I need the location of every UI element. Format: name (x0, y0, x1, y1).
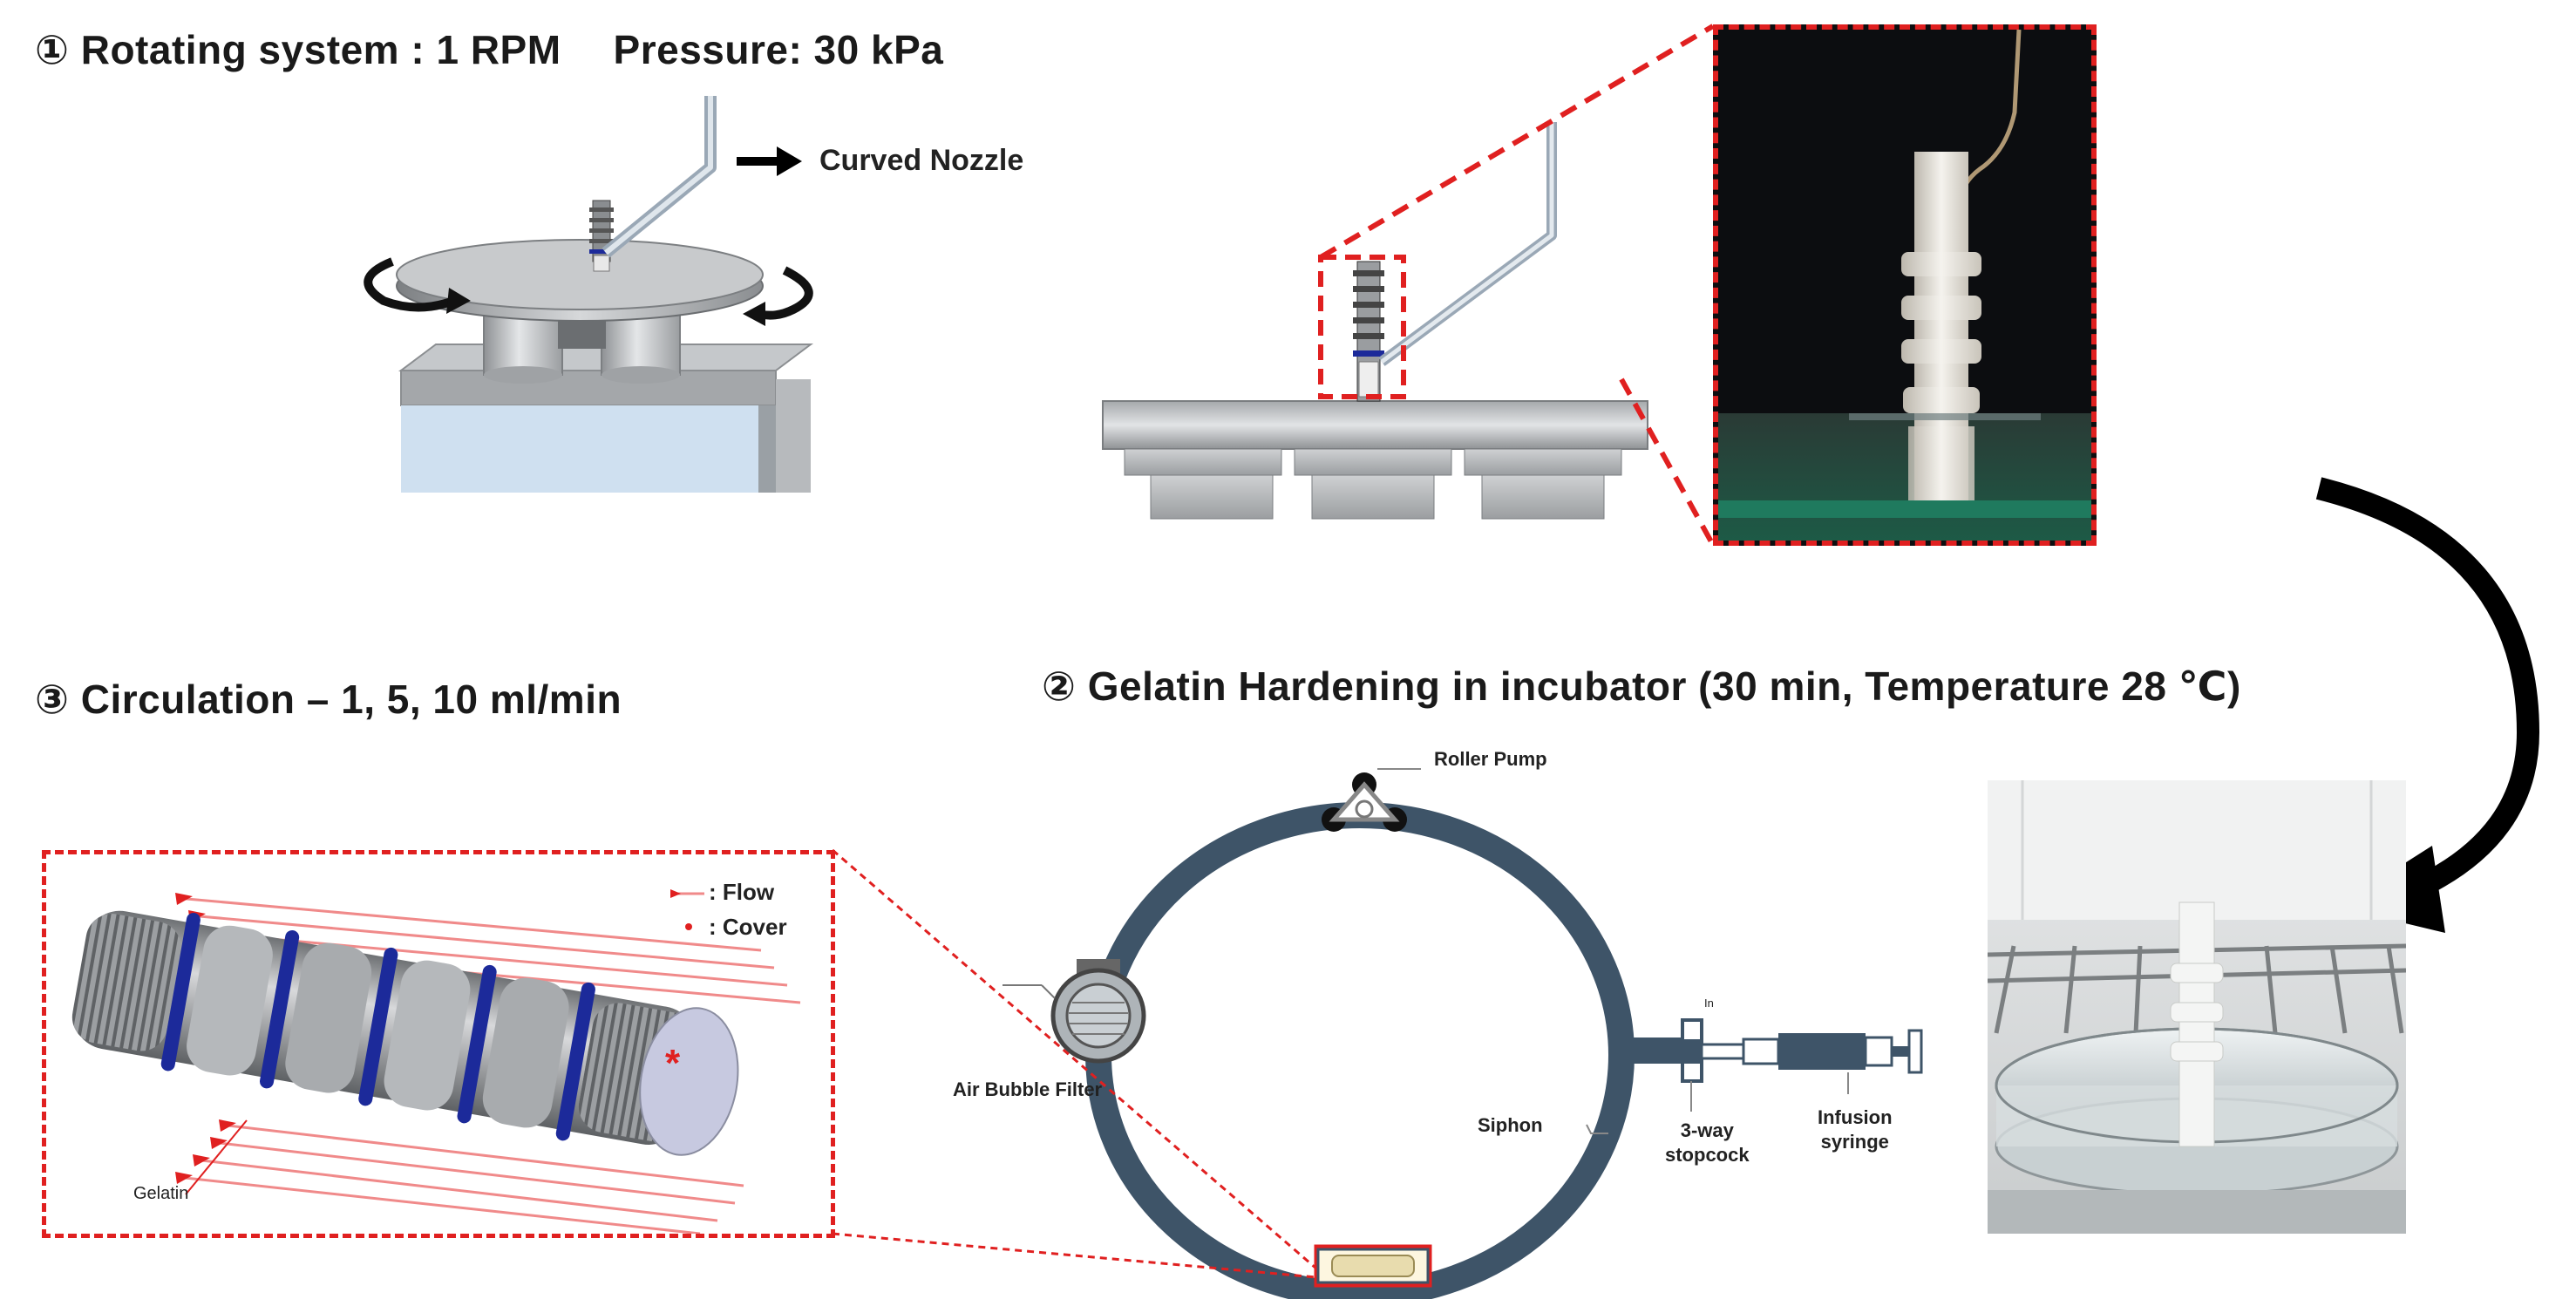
syringe-label: Infusion syringe (1818, 1106, 1893, 1154)
gelatin-label: Gelatin (133, 1184, 189, 1203)
circulation-circuit-diagram (1003, 768, 1923, 1299)
nozzle-arrow-icon (737, 146, 802, 176)
roller-pump-label: Roller Pump (1434, 748, 1547, 770)
step3-title: ③ Circulation – 1, 5, 10 ml/min (35, 677, 622, 722)
step1-title: ① Rotating system : 1 RPM Pressure: 30 kP… (35, 26, 943, 73)
step2-title: ② Gelatin Hardening in incubator (30 min… (1042, 663, 2241, 709)
air-bubble-filter-label: Air Bubble Filter (953, 1078, 1103, 1100)
stopcock-label: 3-way stopcock (1665, 1119, 1750, 1167)
stopcock-in-marker: In (1704, 997, 1714, 1010)
scaffold-chamber-icon (1314, 1244, 1432, 1288)
curved-nozzle-label: Curved Nozzle (819, 144, 1024, 177)
stopcock-label-line2: stopcock (1665, 1144, 1750, 1166)
syringe-label-line1: Infusion (1818, 1106, 1893, 1128)
syringe-label-line2: syringe (1820, 1131, 1889, 1153)
rotating-platform-illustration (364, 96, 813, 493)
incubator-photo (1988, 780, 2406, 1234)
printing-photo (1713, 24, 2097, 546)
step1-rotating-text: ① Rotating system : 1 RPM (35, 27, 561, 72)
zoom-guide-lines-lower (832, 848, 1317, 1279)
stopcock-label-line1: 3-way (1680, 1119, 1734, 1141)
scaffold-flow-panel: : Flow : Cover Gelatin * (42, 850, 835, 1238)
stopcock-syringe-icon (1613, 1018, 1923, 1112)
siphon-label: Siphon (1478, 1114, 1543, 1136)
step1-pressure-text: Pressure: 30 kPa (613, 27, 944, 72)
cover-mark: * (665, 1042, 681, 1085)
legend-cover-label: : Cover (709, 914, 787, 940)
roller-pump-icon (1322, 772, 1407, 832)
zoom-guide-lines (1319, 24, 1716, 547)
platform-side-view (1102, 122, 1648, 520)
air-bubble-filter-icon (1003, 959, 1146, 1064)
legend-flow-label: : Flow (709, 879, 775, 905)
